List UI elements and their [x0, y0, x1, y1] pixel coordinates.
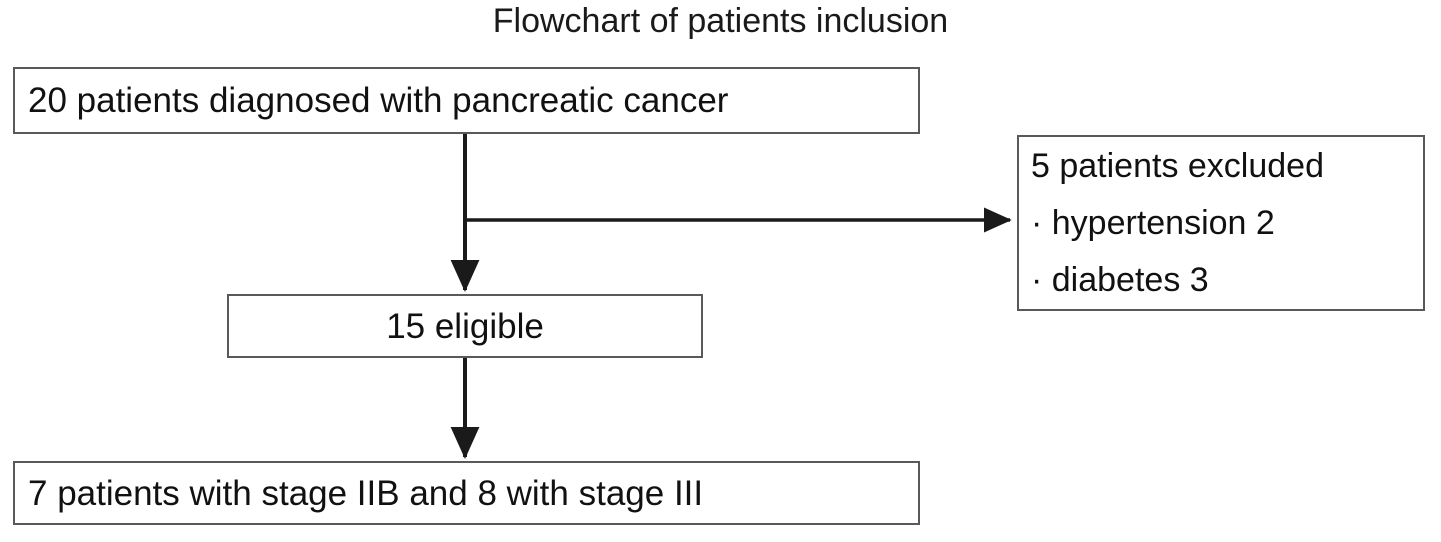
- node-diagnosed-text: 20 patients diagnosed with pancreatic ca…: [28, 81, 729, 120]
- node-excluded-reason-diabetes: · diabetes 3: [1031, 260, 1209, 299]
- figure-title: Flowchart of patients inclusion: [492, 2, 949, 40]
- node-eligible-text: 15 eligible: [386, 306, 544, 346]
- node-diagnosed: 20 patients diagnosed with pancreatic ca…: [13, 67, 920, 134]
- node-excluded-reason-hypertension: · hypertension 2: [1031, 204, 1275, 243]
- node-eligible: 15 eligible: [227, 294, 703, 358]
- node-stages-text: 7 patients with stage IIB and 8 with sta…: [28, 473, 704, 513]
- node-excluded: 5 patients excluded · hypertension 2 · d…: [1017, 135, 1425, 311]
- node-excluded-heading: 5 patients excluded: [1031, 147, 1324, 186]
- node-stages: 7 patients with stage IIB and 8 with sta…: [13, 461, 920, 525]
